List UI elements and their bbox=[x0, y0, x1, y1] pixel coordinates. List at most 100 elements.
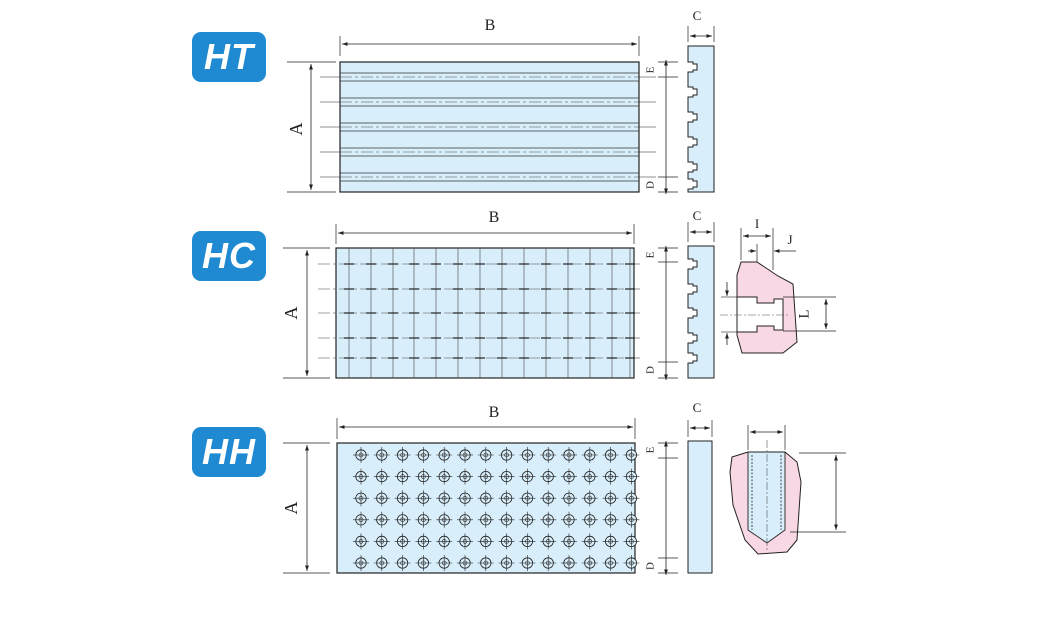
crosshair-circle-icon bbox=[353, 533, 369, 550]
crosshair-circle-icon bbox=[519, 511, 536, 528]
crosshair-circle-icon bbox=[373, 468, 390, 485]
crosshair-circle-icon bbox=[415, 533, 432, 550]
crosshair-circle-icon bbox=[602, 447, 619, 463]
crosshair-circle-icon bbox=[519, 555, 536, 571]
crosshair-circle-icon bbox=[498, 468, 515, 485]
crosshair-circle-icon bbox=[623, 511, 640, 528]
crosshair-circle-icon bbox=[394, 447, 411, 463]
crosshair-circle-icon bbox=[498, 533, 515, 550]
hh-plate bbox=[336, 442, 636, 574]
crosshair-circle-icon bbox=[457, 511, 473, 528]
crosshair-circle-icon bbox=[436, 533, 453, 550]
crosshair-circle-icon bbox=[353, 490, 369, 507]
crosshair-circle-icon bbox=[477, 533, 494, 550]
ht-label-b: B bbox=[485, 17, 496, 34]
hc-label-b: B bbox=[489, 209, 500, 226]
crosshair-circle-icon bbox=[373, 511, 390, 528]
crosshair-circle-icon bbox=[581, 490, 598, 507]
crosshair-circle-icon bbox=[353, 555, 369, 571]
crosshair-circle-icon bbox=[436, 447, 453, 463]
crosshair-circle-icon bbox=[519, 447, 536, 463]
crosshair-circle-icon bbox=[394, 555, 411, 571]
crosshair-circle-icon bbox=[540, 468, 557, 485]
crosshair-circle-icon bbox=[353, 447, 369, 463]
crosshair-circle-icon bbox=[602, 511, 619, 528]
hc-side-view: C bbox=[687, 208, 715, 379]
crosshair-circle-icon bbox=[477, 468, 494, 485]
crosshair-circle-icon bbox=[477, 555, 494, 571]
ht-dim-e-d: E D bbox=[645, 59, 678, 194]
crosshair-circle-icon bbox=[561, 447, 577, 463]
hc-label-c: C bbox=[693, 208, 702, 223]
crosshair-circle-icon bbox=[457, 490, 473, 507]
crosshair-circle-icon bbox=[581, 533, 598, 550]
crosshair-circle-icon bbox=[519, 533, 536, 550]
ht-dim-a: A bbox=[286, 61, 336, 193]
badge-ht: HT bbox=[192, 32, 266, 82]
crosshair-circle-icon bbox=[415, 555, 432, 571]
crosshair-circle-icon bbox=[373, 490, 390, 507]
crosshair-circle-icon bbox=[415, 490, 432, 507]
ht-label-e: E bbox=[645, 66, 657, 73]
hc-label-a: A bbox=[281, 307, 301, 320]
crosshair-circle-icon bbox=[561, 490, 577, 507]
hc-label-i: I bbox=[755, 216, 759, 231]
hh-dim-b: B bbox=[336, 404, 636, 439]
crosshair-circle-icon bbox=[623, 490, 640, 507]
hh-dim-e-d: E D bbox=[645, 441, 678, 575]
hh-label-c: C bbox=[693, 400, 702, 415]
crosshair-circle-icon bbox=[457, 555, 473, 571]
crosshair-circle-icon bbox=[457, 447, 473, 463]
ht-side-view: C bbox=[687, 8, 715, 193]
crosshair-circle-icon bbox=[602, 490, 619, 507]
crosshair-circle-icon bbox=[540, 511, 557, 528]
crosshair-circle-icon bbox=[581, 511, 598, 528]
hh-label-e: E bbox=[645, 446, 657, 453]
hc-dim-e-d: E D bbox=[645, 246, 678, 380]
crosshair-circle-icon bbox=[498, 447, 515, 463]
crosshair-circle-icon bbox=[561, 555, 577, 571]
hh-hole-detail bbox=[729, 425, 846, 555]
crosshair-circle-icon bbox=[581, 447, 598, 463]
hh-side-view: C bbox=[687, 400, 713, 574]
badge-hc: HC bbox=[192, 231, 266, 281]
crosshair-circle-icon bbox=[498, 555, 515, 571]
crosshair-circle-icon bbox=[373, 447, 390, 463]
crosshair-circle-icon bbox=[457, 533, 473, 550]
crosshair-circle-icon bbox=[394, 511, 411, 528]
hc-label-l: L bbox=[796, 309, 812, 318]
crosshair-circle-icon bbox=[561, 533, 577, 550]
crosshair-circle-icon bbox=[436, 490, 453, 507]
crosshair-circle-icon bbox=[540, 555, 557, 571]
crosshair-circle-icon bbox=[540, 490, 557, 507]
ht-front-view bbox=[320, 61, 656, 193]
crosshair-circle-icon bbox=[394, 533, 411, 550]
crosshair-circle-icon bbox=[415, 447, 432, 463]
hc-label-d: D bbox=[645, 366, 657, 374]
ht-label-c: C bbox=[693, 8, 702, 23]
hc-slot-detail: I J L bbox=[720, 216, 836, 354]
crosshair-circle-icon bbox=[436, 468, 453, 485]
crosshair-circle-icon bbox=[602, 533, 619, 550]
hh-dim-a: A bbox=[281, 442, 330, 574]
hc-label-j: J bbox=[787, 232, 792, 247]
hh-front-view bbox=[336, 442, 640, 574]
crosshair-circle-icon bbox=[561, 511, 577, 528]
hh-label-a: A bbox=[281, 502, 301, 515]
crosshair-circle-icon bbox=[540, 533, 557, 550]
ht-label-d: D bbox=[645, 181, 657, 189]
crosshair-circle-icon bbox=[373, 555, 390, 571]
crosshair-circle-icon bbox=[394, 490, 411, 507]
crosshair-circle-icon bbox=[623, 555, 640, 571]
hh-label-b: B bbox=[489, 404, 500, 421]
crosshair-circle-icon bbox=[415, 511, 432, 528]
crosshair-circle-icon bbox=[581, 555, 598, 571]
crosshair-circle-icon bbox=[477, 447, 494, 463]
hc-front-view bbox=[318, 247, 640, 379]
crosshair-circle-icon bbox=[457, 468, 473, 485]
hc-dim-b: B bbox=[335, 209, 635, 244]
crosshair-circle-icon bbox=[373, 533, 390, 550]
hh-label-d: D bbox=[645, 562, 657, 570]
